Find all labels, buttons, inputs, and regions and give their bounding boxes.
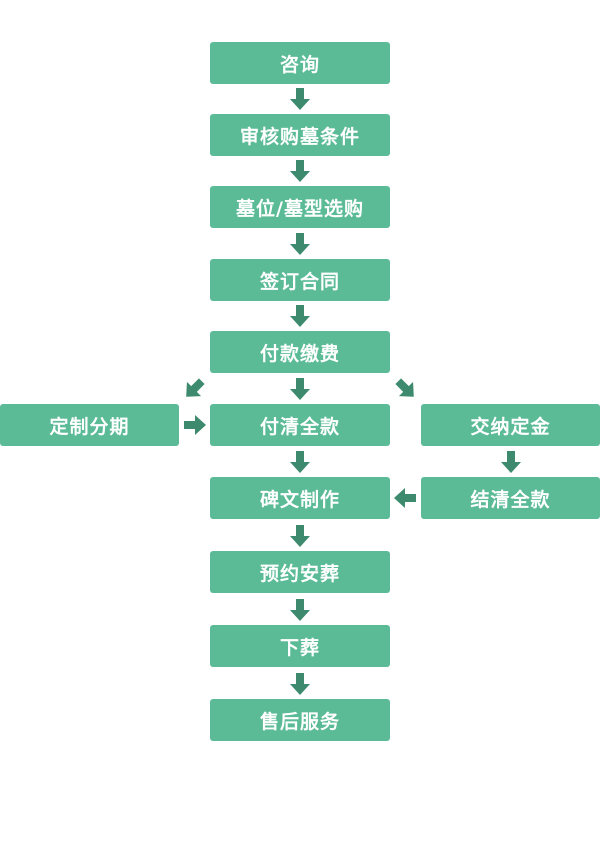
arrow-down-right-icon	[393, 376, 419, 402]
arrow-down-icon	[287, 376, 313, 402]
step-select: 墓位/墓型选购	[210, 186, 390, 228]
arrow-down-icon	[498, 449, 524, 475]
step-full-payment-label: 付清全款	[259, 415, 340, 438]
arrow-down-left-icon	[181, 376, 207, 402]
arrow-down-icon	[287, 449, 313, 475]
step-settle-label: 结清全款	[470, 488, 551, 511]
arrow-down-icon	[287, 597, 313, 623]
arrow-down-icon	[287, 523, 313, 549]
arrow-down-icon	[287, 671, 313, 697]
step-custom-installment: 定制分期	[0, 404, 179, 446]
step-contract-label: 签订合同	[259, 270, 340, 293]
step-review: 审核购墓条件	[210, 114, 390, 156]
step-after-sales-label: 售后服务	[259, 710, 340, 733]
step-after-sales: 售后服务	[210, 699, 390, 741]
step-deposit-label: 交纳定金	[470, 415, 551, 438]
arrow-down-icon	[287, 158, 313, 184]
arrow-down-icon	[287, 231, 313, 257]
arrow-left-icon	[392, 485, 418, 511]
step-inscription: 碑文制作	[210, 477, 390, 519]
step-select-label: 墓位/墓型选购	[236, 197, 364, 220]
step-payment-label: 付款缴费	[259, 342, 340, 365]
arrow-down-icon	[287, 303, 313, 329]
step-burial-label: 下葬	[279, 636, 320, 659]
step-custom-installment-label: 定制分期	[49, 415, 130, 438]
step-full-payment: 付清全款	[210, 404, 390, 446]
arrow-down-icon	[287, 86, 313, 112]
step-appointment: 预约安葬	[210, 551, 390, 593]
step-appointment-label: 预约安葬	[259, 562, 340, 585]
step-burial: 下葬	[210, 625, 390, 667]
step-consult: 咨询	[210, 42, 390, 84]
arrow-right-icon	[182, 412, 208, 438]
step-consult-label: 咨询	[279, 53, 320, 76]
step-contract: 签订合同	[210, 259, 390, 301]
step-deposit: 交纳定金	[421, 404, 600, 446]
step-review-label: 审核购墓条件	[239, 125, 360, 148]
step-inscription-label: 碑文制作	[259, 488, 340, 511]
step-payment: 付款缴费	[210, 331, 390, 373]
step-settle: 结清全款	[421, 477, 600, 519]
